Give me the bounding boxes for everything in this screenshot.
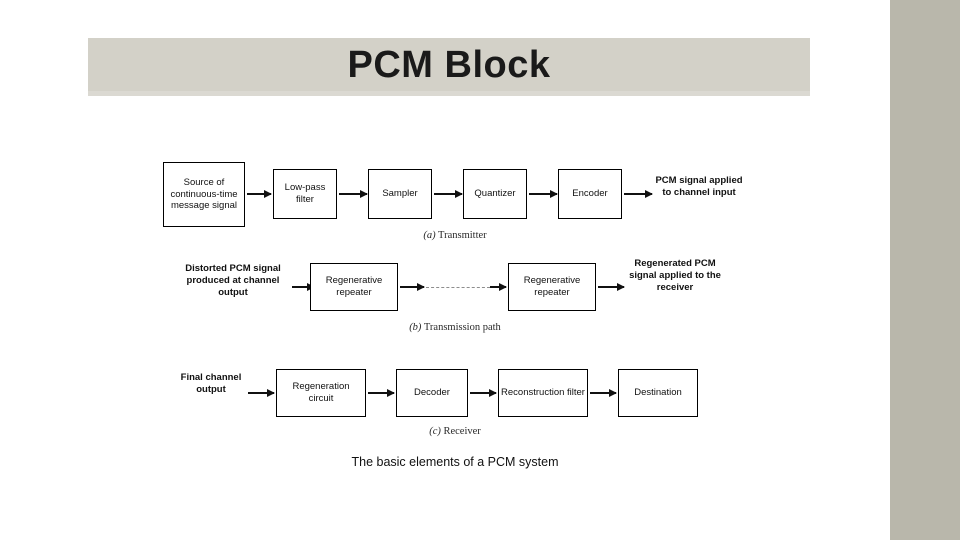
arrow-source-to-lowpass — [247, 189, 272, 198]
caption-transmitter: (a) Transmitter — [150, 230, 760, 241]
arrow-quantizer-to-encoder — [529, 189, 558, 198]
arrow-regeneration-to-decoder — [368, 388, 395, 397]
block-decoder: Decoder — [396, 369, 468, 417]
title-banner-shadow — [88, 91, 810, 96]
right-decorative-bar — [890, 0, 960, 540]
block-sampler: Sampler — [368, 169, 432, 219]
transmission-path-dashed-link — [426, 287, 490, 288]
arrow-into-repeater-2 — [490, 282, 507, 291]
block-regeneration-circuit: Regeneration circuit — [276, 369, 366, 417]
block-regenerative-repeater-1: Regenerative repeater — [310, 263, 398, 311]
caption-transmission-path-text: Transmission path — [423, 322, 501, 333]
block-destination: Destination — [618, 369, 698, 417]
caption-transmitter-prefix: (a) — [423, 230, 436, 241]
arrow-repeater-2-to-receiver — [598, 282, 625, 291]
title-banner — [88, 38, 810, 91]
block-source-of-message-signal: Source of continuous-time message signal — [163, 162, 245, 227]
page-title: PCM Block — [347, 44, 551, 86]
figure-caption: The basic elements of a PCM system — [351, 455, 559, 469]
caption-transmission-path-prefix: (b) — [409, 322, 422, 333]
diagram-row-transmission-path: Distorted PCM signal produced at channel… — [150, 252, 760, 312]
label-final-channel-output: Final channel output — [180, 372, 242, 395]
caption-receiver: (c) Receiver — [150, 426, 760, 437]
caption-receiver-text: Receiver — [443, 426, 481, 437]
diagram-row-transmitter: Source of continuous-time message signal… — [150, 142, 760, 227]
arrow-decoder-to-reconstruction-filter — [470, 388, 497, 397]
label-regenerated-pcm-signal: Regenerated PCM signal applied to the re… — [629, 258, 721, 293]
block-quantizer: Quantizer — [463, 169, 527, 219]
arrow-lowpass-to-sampler — [339, 189, 368, 198]
block-low-pass-filter: Low-pass filter — [273, 169, 337, 219]
block-regenerative-repeater-2: Regenerative repeater — [508, 263, 596, 311]
label-pcm-signal-applied-to-channel-input: PCM signal applied to channel input — [655, 175, 743, 198]
caption-transmission-path: (b) Transmission path — [150, 322, 760, 333]
block-reconstruction-filter: Reconstruction filter — [498, 369, 588, 417]
block-encoder: Encoder — [558, 169, 622, 219]
arrow-encoder-to-channel — [624, 189, 653, 198]
arrow-sampler-to-quantizer — [434, 189, 463, 198]
arrow-repeater-1-out — [400, 282, 425, 291]
pcm-system-block-diagram: Source of continuous-time message signal… — [150, 130, 760, 480]
diagram-row-receiver: Final channel output Regeneration circui… — [150, 358, 760, 418]
caption-receiver-prefix: (c) — [429, 426, 441, 437]
arrow-channel-output-to-regeneration — [248, 388, 275, 397]
caption-transmitter-text: Transmitter — [438, 230, 487, 241]
label-distorted-pcm-signal: Distorted PCM signal produced at channel… — [185, 263, 281, 298]
arrow-reconstruction-to-destination — [590, 388, 617, 397]
